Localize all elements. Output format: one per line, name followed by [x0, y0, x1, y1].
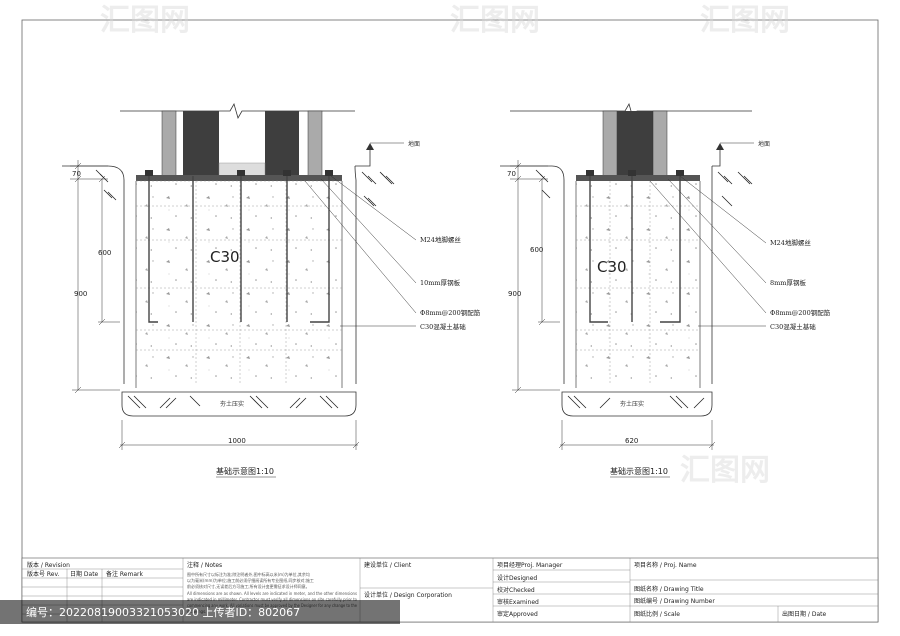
svg-text:10mm厚钢板: 10mm厚钢板: [420, 278, 461, 287]
svg-text:审定Approved: 审定Approved: [497, 610, 538, 618]
svg-text:版本 / Revision: 版本 / Revision: [27, 561, 70, 569]
svg-text:注释 / Notes: 注释 / Notes: [187, 561, 222, 569]
left-caption: 基础示意图1:10: [216, 466, 274, 476]
title-block: 版本 / Revision 版本号 Rev. 日期 Date 备注 Remark…: [21, 557, 879, 623]
svg-text:70: 70: [507, 170, 516, 178]
svg-text:900: 900: [508, 290, 521, 298]
left-soil-label: 夯土压实: [220, 400, 244, 408]
left-c30: C30: [210, 248, 240, 266]
svg-text:M24地脚螺丝: M24地脚螺丝: [770, 238, 811, 247]
svg-text:地面: 地面: [758, 140, 770, 148]
svg-text:以为毫米(mm)为单位;施工前必须仔细阅读所有专业图纸,同步: 以为毫米(mm)为单位;施工前必须仔细阅读所有专业图纸,同步核对;施工: [187, 577, 314, 583]
svg-text:1000: 1000: [228, 437, 246, 445]
svg-text:项目名称 / Proj. Name: 项目名称 / Proj. Name: [634, 561, 697, 569]
left-foundation-detail: 地面 夯土压实 C30: [62, 102, 481, 478]
svg-text:设计单位 / Design Corporation: 设计单位 / Design Corporation: [364, 591, 452, 599]
footer-bar: 编号：20220819003321053020 上传者ID：802067: [0, 600, 400, 624]
svg-text:C30混凝土基础: C30混凝土基础: [770, 322, 816, 331]
svg-text:地面: 地面: [408, 140, 420, 148]
svg-text:图纸名称 / Drawing Title: 图纸名称 / Drawing Title: [634, 585, 704, 593]
svg-text:All dimensions are as shown. A: All dimensions are as shown. All levels …: [187, 591, 357, 596]
right-soil-label: 夯土压实: [620, 400, 644, 408]
right-foundation-detail: 地面 夯土压实 C30: [500, 102, 831, 478]
svg-text:8mm厚钢板: 8mm厚钢板: [770, 278, 806, 287]
svg-text:620: 620: [625, 437, 638, 445]
svg-text:图纸比例 / Scale: 图纸比例 / Scale: [634, 610, 680, 618]
svg-text:建设单位 / Client: 建设单位 / Client: [364, 561, 412, 569]
svg-text:出图日期 / Date: 出图日期 / Date: [782, 610, 826, 618]
svg-text:Φ8mm@200钢配筋: Φ8mm@200钢配筋: [770, 308, 831, 317]
svg-text:项目经理Proj. Manager: 项目经理Proj. Manager: [497, 561, 563, 569]
svg-text:版本号 Rev.: 版本号 Rev.: [27, 570, 60, 578]
footer-text: 编号：20220819003321053020 上传者ID：802067: [26, 605, 300, 619]
svg-text:M24地脚螺丝: M24地脚螺丝: [420, 235, 461, 244]
right-caption: 基础示意图1:10: [610, 466, 668, 476]
svg-text:汇图网: 汇图网: [100, 3, 190, 38]
svg-text:审核Examined: 审核Examined: [497, 598, 539, 606]
svg-text:C30混凝土基础: C30混凝土基础: [420, 322, 466, 331]
right-c30: C30: [597, 258, 627, 276]
svg-text:汇图网: 汇图网: [450, 3, 540, 38]
svg-text:前必须核对尺寸,无误差后方可施工;所有设计变更需征求设计师同: 前必须核对尺寸,无误差后方可施工;所有设计变更需征求设计师同意。: [187, 583, 310, 589]
svg-text:备注 Remark: 备注 Remark: [106, 570, 143, 578]
svg-text:Φ8mm@200钢配筋: Φ8mm@200钢配筋: [420, 308, 481, 317]
svg-text:图纸编号 / Drawing Number: 图纸编号 / Drawing Number: [634, 597, 715, 605]
svg-text:设计Designed: 设计Designed: [497, 574, 537, 582]
svg-text:600: 600: [530, 246, 543, 254]
svg-text:汇图网: 汇图网: [700, 3, 790, 38]
svg-text:600: 600: [98, 249, 111, 257]
svg-text:汇图网: 汇图网: [680, 453, 770, 488]
svg-text:are indicated in millimeter. C: are indicated in millimeter. Contractor …: [187, 597, 358, 602]
svg-text:900: 900: [74, 290, 87, 298]
svg-text:图中所有尺寸以标注为准;除注明者外,图中标高以米(m)为单位: 图中所有尺寸以标注为准;除注明者外,图中标高以米(m)为单位,其余均: [187, 571, 310, 577]
svg-text:日期 Date: 日期 Date: [70, 570, 99, 578]
svg-text:70: 70: [72, 170, 81, 178]
svg-text:校对Checked: 校对Checked: [497, 586, 535, 594]
